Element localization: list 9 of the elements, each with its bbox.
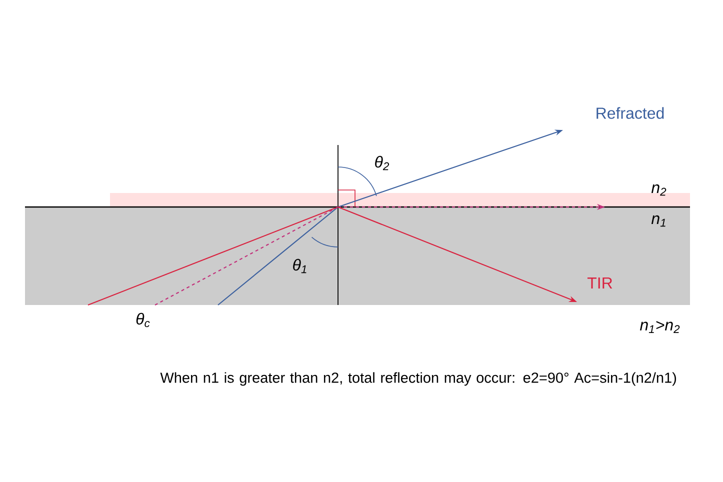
medium-label: n$_{1}$ [651, 215, 666, 227]
caption: When n1 is greater than n2, total reflection may occur: e2=90° Ac=sin-1(n2/n1) [160, 372, 676, 386]
angle-label: θ$_{c}$ [136, 312, 150, 328]
angle-label: θ$_{2}$ [375, 156, 390, 170]
ray-label: TIR [587, 278, 612, 288]
angle-label: θ$_{1}$ [293, 258, 306, 274]
medium-label: n$_{1}$>n$_{2}$ [640, 321, 680, 333]
ray-label: Refracted [596, 107, 664, 119]
medium-label: n$_{2}$ [651, 184, 666, 196]
